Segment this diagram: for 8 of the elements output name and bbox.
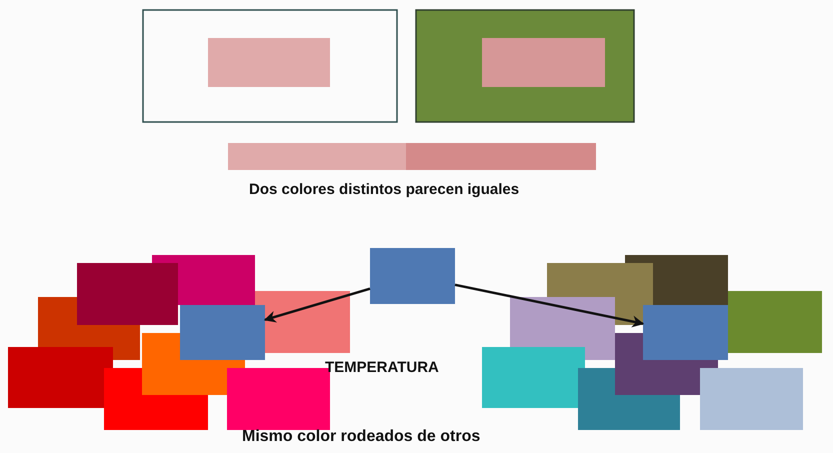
- color-square: [643, 305, 728, 360]
- caption-text: Dos colores distintos parecen iguales: [249, 181, 520, 198]
- color-square: [370, 248, 455, 304]
- color-square: [180, 305, 265, 360]
- arrow: [264, 287, 370, 323]
- arrow: [454, 284, 644, 328]
- heading-text: TEMPERATURA: [325, 359, 439, 376]
- caption-text: Mismo color rodeados de otros: [242, 428, 480, 446]
